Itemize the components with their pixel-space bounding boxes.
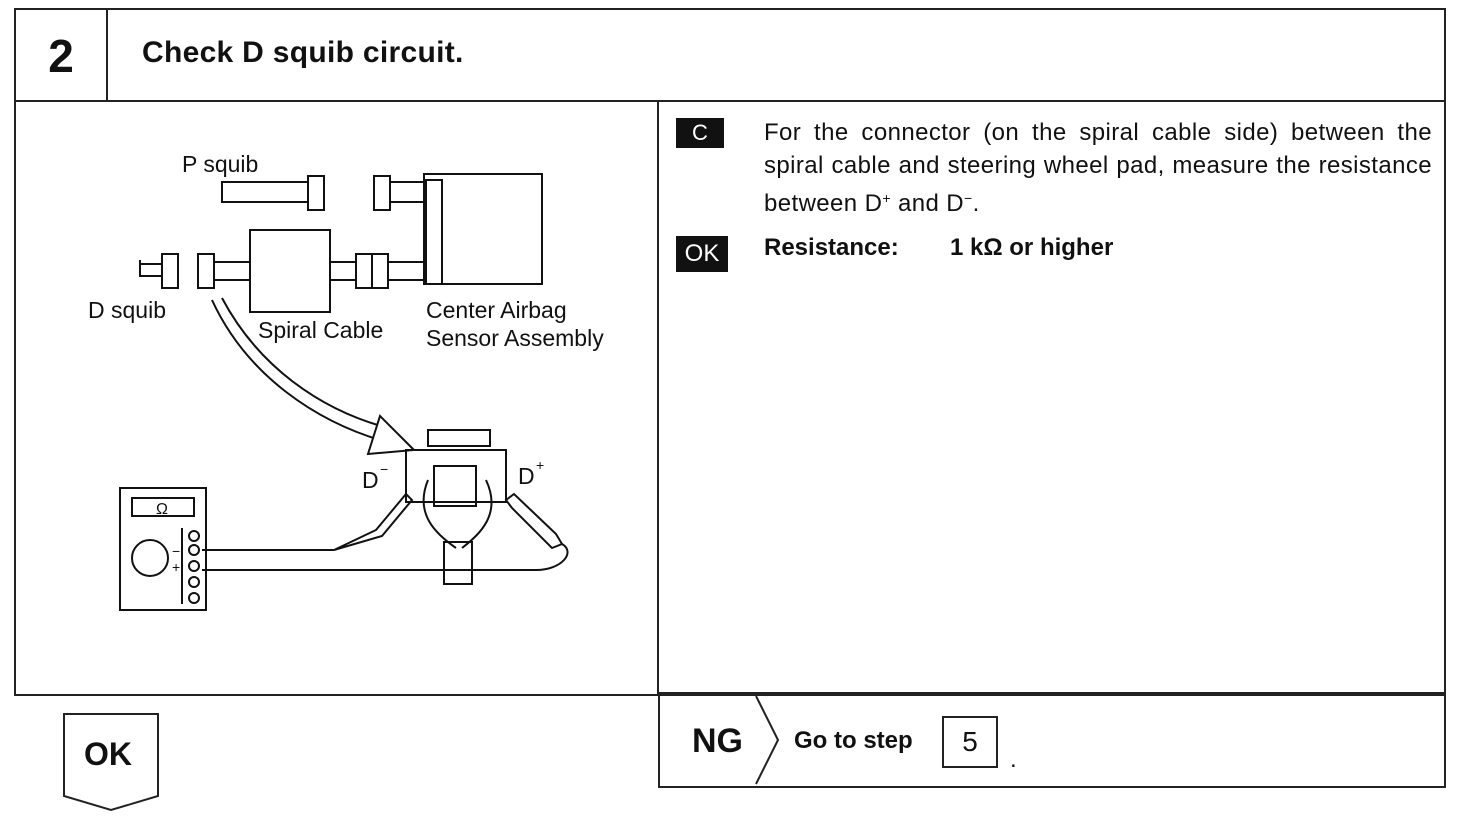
meter-plus-label: + (172, 559, 180, 575)
probe-negative (333, 492, 414, 551)
multimeter-jack-negative (188, 544, 200, 556)
connector-body (405, 449, 507, 503)
p-squib-connector (307, 175, 325, 211)
pane-divider (657, 100, 659, 696)
ohm-icon: Ω (156, 501, 168, 518)
multimeter-dial (131, 539, 169, 577)
connector-wire-left (422, 479, 457, 549)
spiral-cable-connector-a (355, 253, 373, 289)
ok-result-shape (63, 713, 159, 812)
center-airbag-sensor-box (423, 173, 543, 285)
d-plus-sup: + (536, 457, 544, 473)
wire-harness (443, 541, 473, 585)
d-plus-label: D (518, 463, 535, 489)
lead-positive (202, 543, 569, 571)
center-airbag-label-line2: Sensor Assembly (426, 325, 604, 351)
probe-positive (504, 492, 564, 550)
connector-wire-right (461, 479, 493, 549)
ng-result-label: NG (692, 722, 743, 760)
multimeter-display (131, 497, 195, 517)
d-minus-sup: − (380, 461, 388, 477)
p-squib-mating-connector (373, 175, 391, 211)
detail-arrow-head (366, 414, 417, 456)
spiral-cable-connector-b (371, 253, 389, 289)
ng-result-box (658, 692, 1446, 788)
center-airbag-label-line1: Center Airbag (426, 297, 567, 323)
header-divider (14, 100, 1446, 102)
goto-period: . (1010, 746, 1017, 773)
meter-minus-label: − (172, 543, 180, 559)
spiral-cable-box (249, 229, 331, 313)
multimeter-body (119, 487, 207, 611)
instruction-sup-plus: + (882, 190, 891, 206)
d-squib-mating-connector (197, 253, 215, 289)
step-number-divider (106, 8, 108, 102)
detail-arrow-line (211, 299, 395, 445)
circuit-diagram: P squib D squib Spiral Cable Center Airb… (88, 151, 604, 611)
d-squib-label: D squib (88, 297, 166, 323)
instruction-text-3: . (972, 190, 980, 217)
spec-label: Resistance: (764, 234, 899, 261)
d-squib-wire (139, 260, 162, 277)
ng-chevron-icon (755, 695, 780, 785)
p-squib-label: P squib (182, 151, 258, 177)
center-airbag-connector (425, 179, 443, 285)
d-squib-connector (161, 253, 179, 289)
connector-center (433, 465, 477, 507)
connector-latch (427, 429, 491, 447)
spec-line: Resistance: 1 kΩ or higher (764, 234, 1113, 262)
step-number: 2 (48, 30, 74, 82)
instruction-text-2: and D (890, 190, 965, 217)
p-squib-wire (221, 192, 308, 203)
spec-value: 1 kΩ or higher (950, 234, 1114, 261)
step-title: Check D squib circuit. (142, 36, 464, 69)
d-minus-label: D (362, 467, 379, 493)
ok-result-label: OK (84, 736, 132, 772)
instruction-sup-minus: − (964, 190, 973, 206)
goto-text: Go to step (794, 727, 913, 754)
procedure-frame (14, 8, 1446, 696)
spiral-cable-label: Spiral Cable (258, 317, 383, 343)
multimeter-jack-positive (188, 560, 200, 572)
check-instruction: For the connector (on the spiral cable s… (764, 116, 1432, 220)
spec-tag: OK (676, 236, 728, 272)
instruction-text-1: For the connector (on the spiral cable s… (764, 119, 1432, 217)
check-tag: C (676, 118, 724, 148)
goto-step-number[interactable]: 5 (942, 716, 998, 768)
